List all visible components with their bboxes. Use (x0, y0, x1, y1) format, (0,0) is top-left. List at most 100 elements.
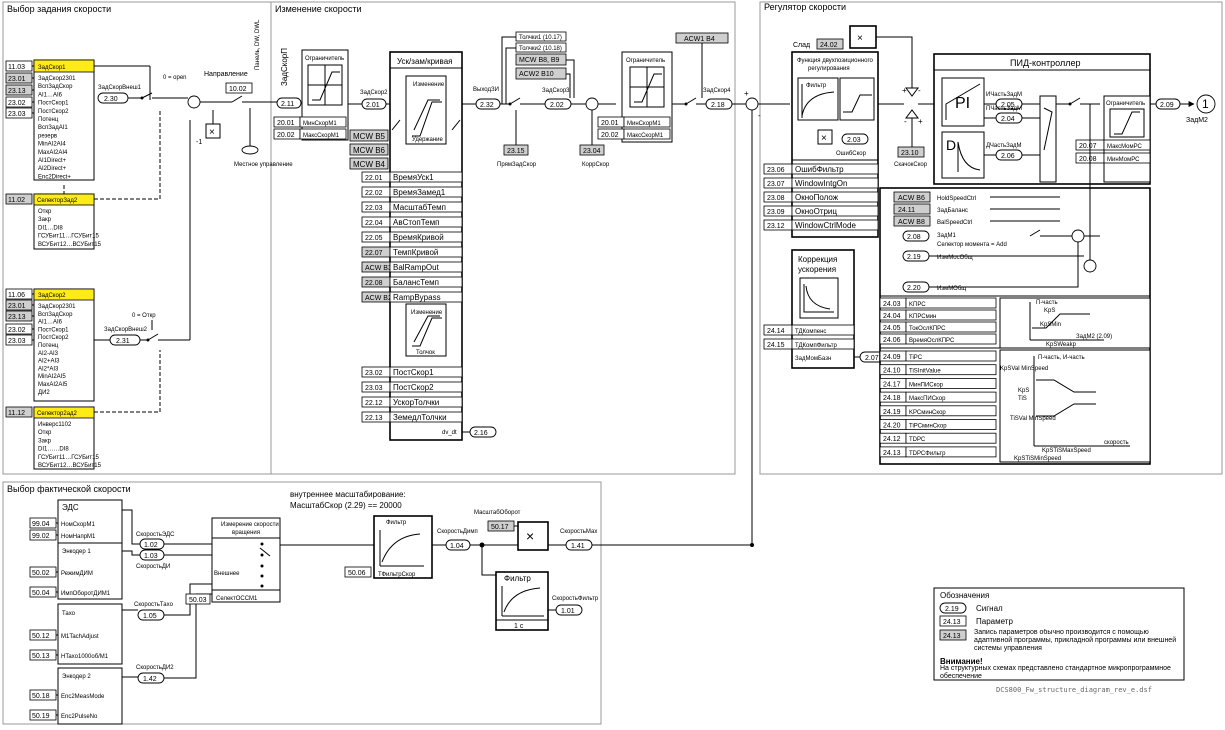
ramp-sig-in: 2.11 (281, 101, 294, 108)
param-value: 50.19 (32, 713, 50, 720)
sel2-items-item: AI2*AI3 (38, 366, 59, 372)
hold-param (893, 203, 931, 215)
selsel2-items-item: Инверс1102 (38, 422, 72, 428)
param-label: Enc2PulseNo (61, 714, 98, 720)
func-filter-label: Фильтр (806, 83, 827, 89)
accel-sig: 2.07 (865, 355, 879, 362)
scale-multiply-icon: × (526, 528, 534, 544)
pid-sig: 2.04 (1001, 116, 1015, 123)
frame-speed-controller (759, 1, 1223, 475)
panel-label: Панель, DW, DWL (255, 19, 261, 70)
hold-label: ЗадБаланс (937, 208, 968, 214)
pi-label: PI (955, 95, 970, 112)
sel2-header: ЗадСкор2 (38, 293, 66, 299)
param-label: РежимДИМ (61, 571, 93, 577)
ti-graph-title: П-часть, И-часть (1038, 355, 1085, 361)
corr-label: КоррСкор (582, 162, 610, 168)
ramp-sig-out: 2.32 (480, 102, 494, 109)
param-value: 22.07 (365, 250, 383, 257)
sel2-items-item: ПостСкор2 (38, 335, 69, 341)
direct-param: 23.15 (507, 148, 525, 155)
param-label: ВремяКривой (393, 233, 444, 242)
param-label: МинМомРС (1107, 157, 1140, 163)
legend-sig-box: 2.19 (945, 606, 959, 613)
local-label: Местное управление (234, 162, 293, 168)
legend-parg-box: 24.13 (943, 633, 961, 640)
param-label: БалансТемп (393, 278, 439, 287)
param-label: ВремяУск1 (393, 173, 434, 182)
ti-graph-b: KpS (1018, 388, 1029, 394)
param-value: 22.04 (365, 220, 383, 227)
param-value: 50.13 (32, 653, 50, 660)
corr-param: 23.04 (583, 148, 601, 155)
param-label: ОкноОтриц (795, 207, 837, 216)
param-value: 20.01 (601, 120, 619, 127)
param-value: 23.02 (8, 100, 26, 107)
sel2-items-item: MinAI2AI5 (38, 374, 66, 380)
param-label: ТокОслКПРС (909, 326, 946, 332)
lim2-title: Ограничитель (626, 58, 665, 64)
accel-title-1: Коррекция (798, 255, 837, 264)
kp-graph-w: KpSWeakp (1046, 342, 1077, 348)
param-value: 22.01 (365, 175, 383, 182)
plus-sign: + (744, 89, 749, 98)
sel1-items-item: ВспЗадАI1 (38, 125, 68, 131)
sel1-items-item: ВспЗадСкор (38, 84, 73, 90)
param-value: 23.13 (8, 314, 26, 321)
slad-param: 24.02 (820, 42, 838, 49)
param-value: ACW B3 (365, 265, 392, 272)
act-sig-di: 1.03 (144, 553, 158, 560)
jog2-label: Толчки2 (10.18) (519, 46, 562, 52)
param-value: 11.03 (8, 64, 25, 71)
kp-graph-y1: KpS (1044, 308, 1055, 314)
param-value: 23.03 (8, 111, 26, 118)
param-value: 23.01 (8, 303, 26, 310)
title-speed-ref-select: Выбор задания скорости (7, 4, 111, 14)
param-label: HTaxo1000об/M1 (61, 654, 109, 660)
ctrl-minus-top: - (918, 86, 921, 95)
param-value: 22.03 (365, 205, 383, 212)
meas-title-1: Измерение скорости (221, 522, 279, 528)
param-label: ИмпОборотДИМ1 (61, 591, 111, 597)
ramp-sig-zad3: 2.02 (550, 102, 564, 109)
param-label: ПостСкор1 (393, 368, 434, 377)
sel2-items-item: ПостСкор1 (38, 327, 69, 333)
frame-speed-ref-change (270, 1, 736, 475)
param-value: 50.12 (32, 633, 50, 640)
param-value: 20.02 (277, 132, 295, 139)
param-value: 24.18 (883, 395, 901, 402)
legend-par-label: Параметр (976, 617, 1013, 626)
filt-label: СкоростьФильтр (552, 596, 599, 602)
dv-dt-label: dv_dt (442, 430, 457, 436)
speed-controller-section: + - Слад 24.02 × Функция двухпозиционног… (744, 25, 1216, 545)
ramp-sig-zad2: 2.01 (366, 102, 380, 109)
zadm1-label: ЗадМ1 (937, 233, 956, 239)
sel2-sig-label: ЗадСкорВнеш2 (104, 327, 148, 333)
dv-dt-sig: 2.16 (474, 430, 488, 437)
zad3-label: ЗадСкор3 (542, 88, 570, 94)
sel1-items-item: MinAI2AI4 (38, 142, 66, 148)
sel-selector2-header: Селектор2ад2 (37, 411, 78, 417)
param-value: 24.17 (883, 381, 901, 388)
param-value: 23.07 (767, 181, 785, 188)
param-value: 99.04 (32, 521, 50, 528)
sel1-sig: 2.30 (104, 96, 118, 103)
param-value: 22.05 (365, 235, 383, 242)
mom-label: ИзмМОбщ (937, 286, 966, 292)
param-label: НомСкорМ1 (61, 522, 95, 528)
param-value: 23.12 (767, 223, 785, 230)
sel1-items-item: AI1Direct+ (38, 158, 67, 164)
sel-param-1102: 11.02 (8, 197, 25, 204)
param-label: ВремяОслКПРС (909, 338, 955, 344)
param-value: 20.07 (1079, 143, 1097, 150)
kp-graph-y2: KpSMin (1040, 322, 1061, 328)
mcw-label: MCW B6 (353, 146, 386, 155)
sel2-param-1112: 11.12 (8, 410, 25, 417)
ctrl-minus-bottom: - (904, 117, 907, 126)
meas-external: Внешнее (214, 571, 240, 577)
legend-title: Обозначения (940, 591, 989, 600)
direction-block: Направление 10.02 0 = open Панель, DW, D… (128, 19, 293, 168)
param-value: 24.15 (767, 342, 785, 349)
sel2-items-item: ВспЗадСкор (38, 312, 73, 318)
